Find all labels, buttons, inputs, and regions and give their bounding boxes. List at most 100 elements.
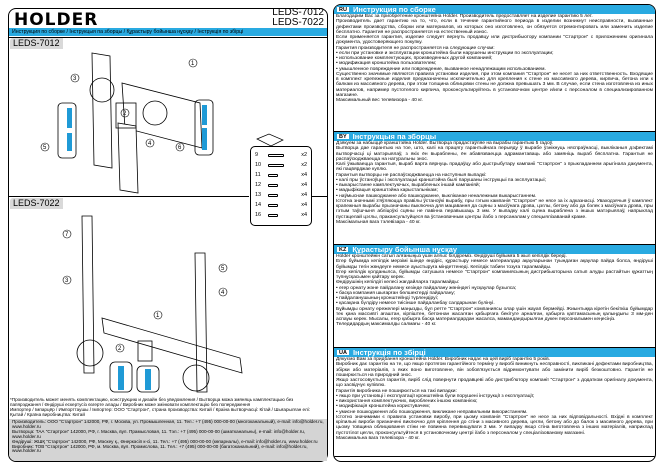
callout: 3 [65, 278, 69, 284]
callout: 1 [156, 313, 160, 319]
footer-line: Виробник: ТОВ "Стартрон" 142000, РФ, м. … [12, 443, 308, 454]
spacer [137, 340, 153, 362]
callout: 5 [221, 266, 225, 272]
wall-plate [101, 317, 243, 374]
paragraph: • егер орнату және пайдалану кезінде пай… [336, 285, 517, 291]
vertical-bracket-left [81, 215, 95, 374]
screw-icon [268, 173, 278, 177]
model-tag-7012: LEDS-7012 [10, 38, 63, 49]
part-number: 9 [255, 152, 259, 158]
paragraph: • наўмыснае пашкоджанне або пашкоджанне,… [336, 193, 537, 199]
part-number: 12 [255, 182, 262, 188]
language-code: RU [336, 6, 350, 13]
detail-circle [182, 364, 210, 392]
footer-line: Вытворца: ТАА "Стартрон" 142000, РФ, г. … [12, 428, 306, 439]
paragraph: • використання комплектуючих, вироблених… [336, 399, 478, 404]
paragraph: • якщо при установці і експлуатації крон… [336, 393, 535, 399]
footnote-line: Импортер / Імпарцёр / Импорттаушы / Імпо… [10, 407, 310, 417]
part-number: 16 [255, 212, 262, 218]
paragraph: Теледидардың максималды салмағы - 40 кг. [336, 322, 437, 328]
screw-icon [268, 183, 278, 187]
paragraph: Если применяется гарантия, изделие следу… [336, 35, 653, 46]
part-quantity: x4 [301, 202, 307, 208]
part-quantity: x4 [301, 182, 307, 188]
part-quantity: x2 [301, 152, 307, 158]
detail-right [194, 99, 214, 156]
detail-left [109, 361, 133, 393]
section-text: Holder кронштейнін сатып алғаныңыз үшін … [334, 254, 655, 348]
part-quantity: x4 [301, 212, 307, 218]
paragraph: Гарантия производителя не распространяет… [336, 45, 495, 51]
paragraph: Гарантыя вытворцы не распаўсюджваецца на… [336, 172, 487, 178]
language-code: UA [336, 349, 350, 356]
part-row: 9 x2 [255, 150, 307, 160]
logo-text: HOLDER [14, 10, 99, 30]
paragraph: Благодарим Вас за приобретение кронштейн… [336, 14, 593, 19]
vertical-bracket-left [91, 52, 113, 169]
paragraph: Істотна значнымі з'яўляюцца правілы ўста… [336, 198, 653, 220]
model-number: LEDS-7022 [272, 17, 324, 28]
paragraph: Существенно значимые являются правила ус… [336, 71, 653, 98]
screw-icon [268, 213, 278, 217]
screw-icon [268, 153, 285, 157]
section-title: Інструкція по збірці [352, 348, 426, 357]
paragraph: • мадыфікацыя кранштэйна карыстальнікам; [336, 188, 438, 194]
hardware-bag-icon [256, 133, 284, 147]
paragraph: • выкарыстанне камплектуючых, вырабленых… [336, 183, 480, 188]
callout: 7 [65, 232, 69, 238]
title-band: Инструкция по сборке / Інструкцыя па збо… [9, 28, 327, 36]
callout: 1 [191, 61, 195, 67]
paragraph: Бұйымды орнату ережелері маңызды, бұл ре… [336, 306, 653, 323]
callout: 4 [221, 290, 225, 296]
vertical-bracket-right [194, 252, 208, 393]
detail-left [57, 102, 77, 159]
paragraph: Гарантія виробника не поширюється на так… [336, 388, 457, 394]
paragraph: Егер кепілдік қолданылса, бұйымды сатушы… [336, 269, 653, 280]
section-text: Дякуємо Вам за придбання кронштейна Hold… [334, 357, 655, 457]
paragraph: • пайдаланушының кронштейнді түрлендіруі… [336, 296, 439, 301]
paragraph: Holder кронштейнін сатып алғаныңыз үшін … [336, 254, 567, 259]
paragraph: • использование комплектующих, произведе… [336, 56, 493, 61]
paragraph: Виробник дає гарантію на те, що якщо про… [336, 362, 653, 378]
paragraph: Якщо застосовується гарантія, виріб слід… [336, 378, 653, 389]
part-quantity: x4 [301, 192, 307, 198]
section-title: Инструкция по сборке [352, 5, 436, 14]
section-text: Дзякуем за набыццё кранштэйна Holder. Вы… [334, 141, 655, 245]
screw-icon [268, 193, 278, 197]
paragraph: Дякуємо Вам за придбання кронштейна Hold… [336, 357, 551, 362]
paragraph: Максимальна вага телевізора - 40 кг. [336, 435, 420, 441]
footer-line: Өндіруші: ЖШҚ "Стартрон" 142000, РФ, Мәс… [12, 438, 318, 444]
paragraph: Производитель дает гарантию на то, что, … [336, 19, 653, 35]
detail-circle [142, 100, 168, 126]
detail-right [136, 365, 160, 393]
paragraph: • модифікація кронштейна користувачем; [336, 404, 430, 410]
part-number: 11 [255, 172, 261, 178]
callout: 3 [73, 76, 77, 82]
paragraph: Өндірушінің кепілдігі келесі жағдайларға… [336, 280, 460, 286]
paragraph: • басқа компания шығарған бөлшектерді па… [336, 290, 456, 296]
paragraph: Калі ўжываецца гарантыя, выраб варта вяр… [336, 162, 653, 173]
section-title: Інструкцыя па зборцы [352, 132, 437, 141]
left-panel [8, 8, 328, 462]
model-tag-7022: LEDS-7022 [10, 198, 63, 209]
part-quantity: x2 [301, 162, 307, 168]
detail-circle [89, 77, 115, 103]
paragraph: • модификация кронштейна пользователем; [336, 61, 437, 67]
model-number: LEDS-7012 [272, 7, 324, 18]
manufacturer-footer: Производитель: ООО "Стартрон" 142000, РФ… [9, 419, 327, 461]
paragraph: • калі пры ўстаноўцы і эксплуатацыі кран… [336, 177, 546, 183]
spacer [115, 102, 137, 129]
footnote-line: *Производитель может менять комплектацию… [10, 397, 294, 407]
screw-icon [268, 163, 285, 167]
brand-logo: HOLDER [14, 10, 98, 30]
part-number: 10 [255, 162, 262, 168]
callout: 2 [118, 346, 122, 352]
part-row: 12 x4 [255, 180, 307, 190]
section-title: Құрастыру бойынша нұсқау [352, 245, 458, 254]
model-numbers: LEDS-7012 LEDS-7022 [268, 8, 324, 28]
